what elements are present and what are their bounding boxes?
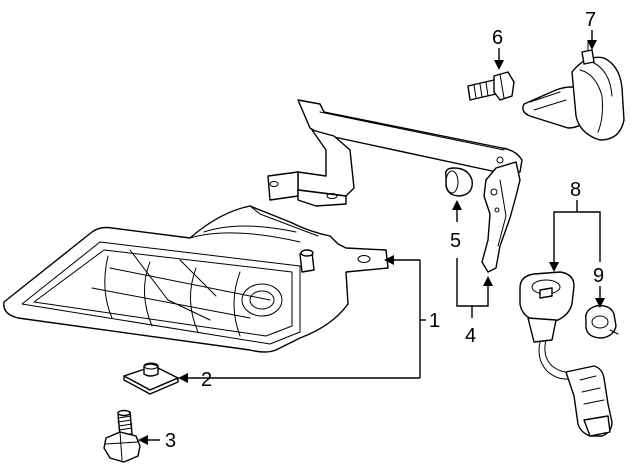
- o-ring: [585, 304, 619, 339]
- callout-7: 7: [585, 9, 596, 31]
- callout-5: 5: [450, 230, 461, 252]
- bolt-large: [103, 409, 141, 463]
- grommet: [444, 167, 473, 197]
- callout-9: 9: [593, 265, 604, 287]
- callout-1: 1: [429, 310, 440, 332]
- lamp-bracket: [267, 99, 523, 273]
- clip-nut: [123, 362, 179, 395]
- callout-4: 4: [465, 325, 476, 347]
- callout-2: 2: [201, 369, 212, 391]
- callout-6: 6: [492, 27, 503, 49]
- socket-harness: [519, 271, 613, 437]
- callout-3: 3: [165, 430, 176, 452]
- bolt-small: [467, 71, 515, 101]
- fog-lamp-assembly: [3, 205, 389, 353]
- bulb: [522, 41, 625, 141]
- leader-lines: [138, 30, 605, 445]
- callout-8: 8: [570, 179, 581, 201]
